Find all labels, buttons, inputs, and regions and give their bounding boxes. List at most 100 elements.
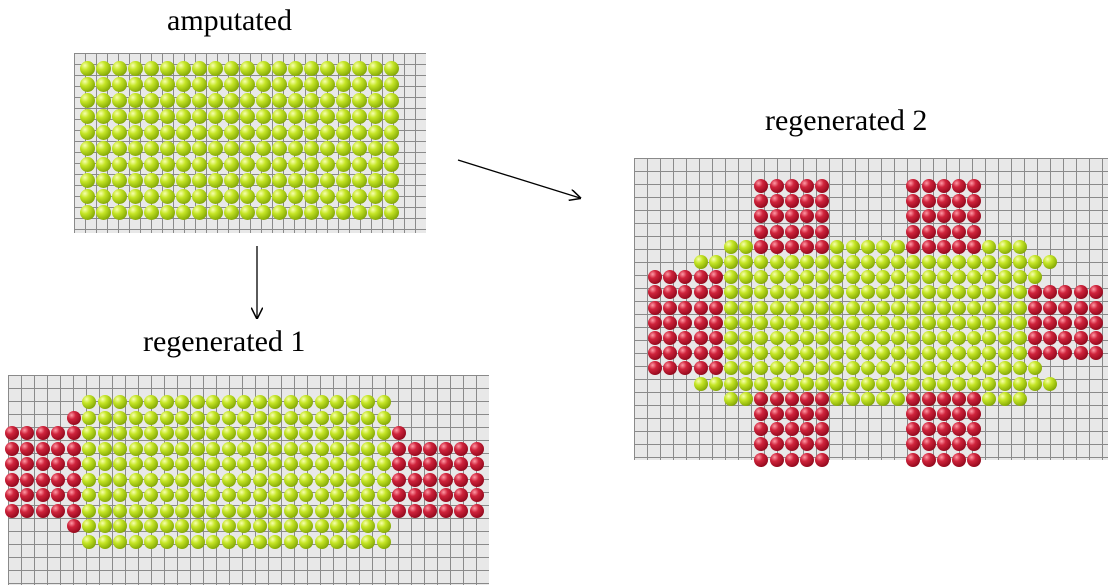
original-cell bbox=[376, 503, 391, 518]
regenerated-cell bbox=[663, 285, 678, 300]
original-cell bbox=[345, 441, 360, 456]
original-cell bbox=[97, 519, 112, 533]
original-cell bbox=[288, 157, 303, 172]
regenerated-cell bbox=[784, 209, 799, 224]
original-cell bbox=[845, 255, 860, 269]
original-cell bbox=[224, 125, 239, 140]
regenerated-cell bbox=[693, 300, 708, 315]
original-cell bbox=[128, 61, 143, 76]
original-cell bbox=[352, 93, 367, 108]
original-cell bbox=[252, 395, 267, 409]
regenerated-cell bbox=[4, 472, 19, 487]
original-cell bbox=[967, 331, 982, 345]
original-cell bbox=[208, 157, 223, 172]
original-cell bbox=[299, 488, 313, 502]
original-cell bbox=[272, 141, 287, 156]
original-cell bbox=[288, 61, 303, 76]
original-cell bbox=[876, 255, 890, 269]
original-cell bbox=[724, 361, 738, 376]
original-cell bbox=[361, 395, 375, 409]
regenerated-cell bbox=[469, 457, 484, 471]
original-cell bbox=[272, 189, 287, 204]
original-cell bbox=[368, 205, 383, 220]
regenerated-cell bbox=[784, 437, 799, 452]
original-cell bbox=[272, 157, 287, 172]
original-cell bbox=[192, 61, 207, 76]
original-cell bbox=[237, 534, 251, 549]
original-cell bbox=[240, 61, 255, 76]
original-cell bbox=[784, 270, 799, 285]
original-cell bbox=[800, 376, 814, 391]
original-cell bbox=[82, 410, 96, 425]
regenerated-cell bbox=[469, 472, 484, 487]
regenerated-cell bbox=[51, 503, 65, 518]
regenerated-cell bbox=[815, 194, 830, 209]
original-cell bbox=[252, 441, 267, 456]
regenerated-cell bbox=[693, 361, 708, 376]
original-cell bbox=[272, 77, 287, 92]
original-cell bbox=[144, 61, 159, 76]
original-cell bbox=[739, 361, 754, 376]
original-cell bbox=[221, 441, 236, 456]
regenerated-cell bbox=[51, 457, 65, 471]
regenerated-cell bbox=[66, 457, 81, 471]
original-cell bbox=[845, 315, 860, 330]
original-cell bbox=[128, 519, 143, 533]
original-cell bbox=[256, 189, 271, 204]
regenerated-cell bbox=[1073, 300, 1088, 315]
original-cell bbox=[314, 488, 329, 502]
original-cell bbox=[288, 93, 303, 108]
original-cell bbox=[815, 285, 830, 300]
original-cell bbox=[952, 376, 966, 391]
regenerated-cell bbox=[693, 331, 708, 345]
original-cell bbox=[128, 534, 143, 549]
original-cell bbox=[175, 534, 189, 549]
original-cell bbox=[769, 315, 784, 330]
original-cell bbox=[175, 519, 189, 533]
regenerated-cell bbox=[454, 503, 468, 518]
regenerated-cell bbox=[754, 179, 769, 193]
regenerated-cell bbox=[35, 457, 50, 471]
original-cell bbox=[724, 285, 738, 300]
original-cell bbox=[754, 361, 769, 376]
original-cell bbox=[299, 472, 313, 487]
original-cell bbox=[784, 255, 799, 269]
original-cell bbox=[82, 441, 96, 456]
original-cell bbox=[997, 315, 1012, 330]
original-cell bbox=[997, 255, 1012, 269]
original-cell bbox=[113, 441, 127, 456]
original-cell bbox=[299, 410, 313, 425]
original-cell bbox=[997, 300, 1012, 315]
original-cell bbox=[304, 109, 319, 124]
original-cell bbox=[252, 472, 267, 487]
original-cell bbox=[830, 331, 845, 345]
regenerated-cell bbox=[20, 457, 34, 471]
original-cell bbox=[345, 534, 360, 549]
original-cell bbox=[352, 109, 367, 124]
original-cell bbox=[206, 410, 220, 425]
regenerated-cell bbox=[1073, 346, 1088, 361]
original-cell bbox=[876, 346, 890, 361]
original-cell bbox=[97, 472, 112, 487]
regenerated-cell bbox=[51, 488, 65, 502]
regenerated-cell bbox=[678, 315, 693, 330]
regenerated-cell bbox=[708, 315, 723, 330]
original-cell bbox=[192, 189, 207, 204]
original-cell bbox=[906, 285, 921, 300]
original-cell bbox=[784, 361, 799, 376]
regenerated-cell bbox=[392, 457, 406, 471]
original-cell bbox=[1012, 376, 1027, 391]
original-cell bbox=[96, 93, 111, 108]
original-cell bbox=[336, 61, 351, 76]
regenerated-cell bbox=[20, 472, 34, 487]
regenerated-cell bbox=[1058, 331, 1073, 345]
original-cell bbox=[739, 239, 754, 254]
original-cell bbox=[176, 173, 191, 188]
regenerated-cell bbox=[952, 452, 966, 467]
original-cell bbox=[800, 255, 814, 269]
original-cell bbox=[96, 109, 111, 124]
original-cell bbox=[314, 472, 329, 487]
original-cell bbox=[754, 300, 769, 315]
original-cell bbox=[82, 488, 96, 502]
original-cell bbox=[967, 285, 982, 300]
